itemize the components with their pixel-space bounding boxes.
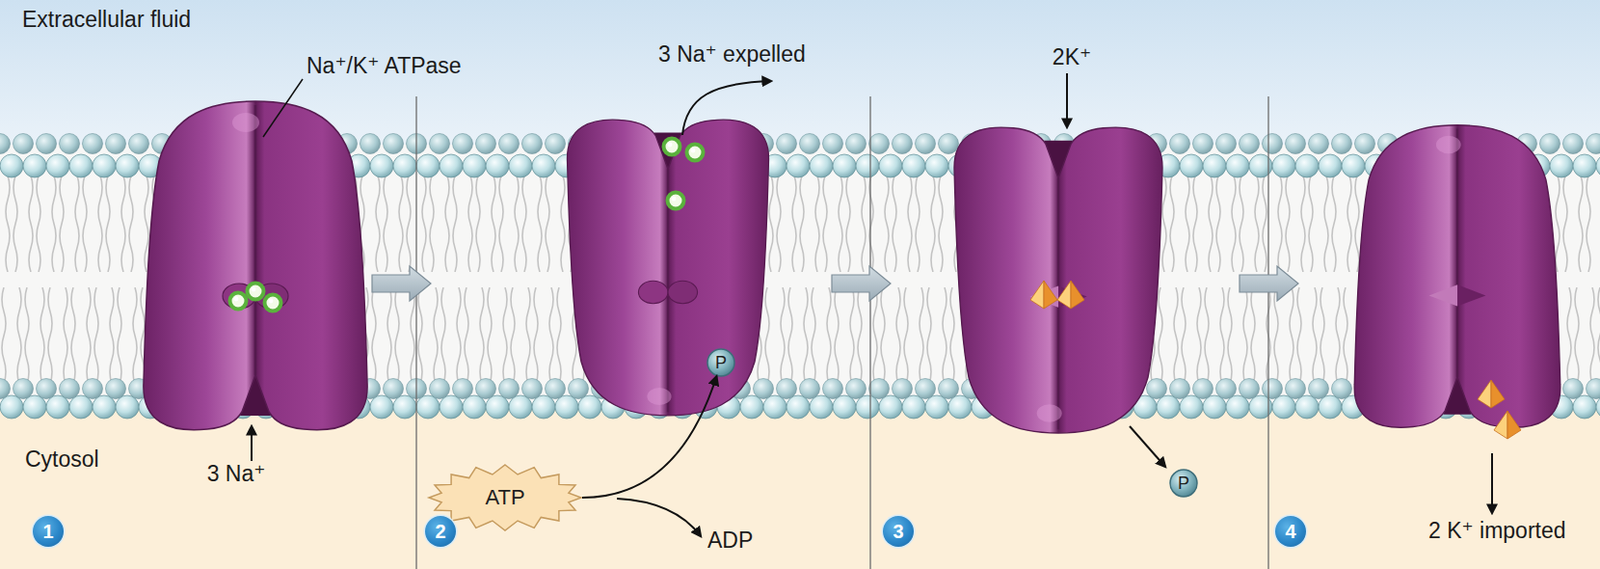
- sodium-ions: [230, 138, 704, 312]
- ion-label: 3 Na⁺: [207, 461, 267, 486]
- step-arrow: [372, 266, 431, 301]
- leader-line: [263, 79, 303, 137]
- sodium-ion: [247, 283, 265, 300]
- panel-dividers: [416, 96, 1269, 569]
- circle-shape: [707, 348, 735, 376]
- sodium-ion: [664, 138, 681, 156]
- callout-number: 4: [1275, 515, 1307, 547]
- panel-divider: [869, 96, 871, 569]
- pump-body: [954, 127, 1163, 433]
- step-arrow: [831, 266, 891, 301]
- ion-arrow: [250, 426, 253, 461]
- region-label: Cytosol: [25, 447, 100, 472]
- pump-protein: [143, 101, 368, 430]
- node-texts: P: [715, 353, 727, 372]
- node-text: P: [1177, 474, 1190, 492]
- reaction-arrow: [582, 375, 717, 498]
- callout-number: 2: [425, 515, 456, 547]
- step-arrows: [372, 266, 1299, 301]
- callout-number: 3: [882, 515, 914, 547]
- circle-shape: [1170, 469, 1198, 497]
- node-texts: ATP: [484, 486, 525, 508]
- sodium-ion: [667, 192, 685, 210]
- ion-arrow: [1066, 73, 1068, 128]
- flow-arrows: [251, 73, 1493, 536]
- pump-protein: [567, 119, 770, 416]
- binding-pocket: [1429, 284, 1487, 306]
- pump-protein: [954, 127, 1163, 433]
- step-arrow: [1239, 266, 1299, 301]
- region-label: Extracellular fluid: [22, 7, 191, 32]
- panel-divider: [1267, 96, 1269, 569]
- protein-label: Na⁺/K⁺ ATPase: [306, 53, 462, 79]
- pump-body: [1354, 125, 1561, 427]
- pump-body: [567, 119, 770, 416]
- node-texts: P: [1177, 474, 1190, 492]
- sodium-ion: [230, 293, 247, 310]
- pump-body: [143, 101, 368, 430]
- ion-label: 3 Na⁺ expelled: [658, 42, 806, 67]
- callout-number: 1: [32, 515, 64, 547]
- cytosol-space: [0, 409, 1600, 569]
- phosphate-circle: P: [1169, 468, 1199, 498]
- sodium-ion: [265, 294, 282, 312]
- ion-arrow: [682, 80, 772, 135]
- ion-arrow: [1491, 453, 1494, 513]
- molecule-label: ADP: [707, 528, 753, 553]
- potassium-ions: [1030, 280, 1521, 439]
- node-text: ATP: [484, 486, 525, 508]
- sodium-ion: [687, 144, 704, 161]
- pump-protein: [1354, 125, 1561, 427]
- ion-label: 2K⁺: [1052, 45, 1092, 70]
- ion-label: 2 K⁺ imported: [1428, 518, 1567, 543]
- release-arrow: [1129, 426, 1166, 467]
- binding-pocket: [638, 280, 697, 303]
- reaction-arrow: [616, 498, 701, 536]
- potassium-ion: [1493, 410, 1521, 439]
- potassium-ion: [1057, 280, 1085, 309]
- potassium-ion: [1030, 280, 1058, 309]
- phosphate-circle: P: [706, 347, 736, 377]
- panel-divider: [415, 96, 417, 569]
- potassium-ion: [1477, 379, 1505, 408]
- node-text: P: [715, 353, 727, 372]
